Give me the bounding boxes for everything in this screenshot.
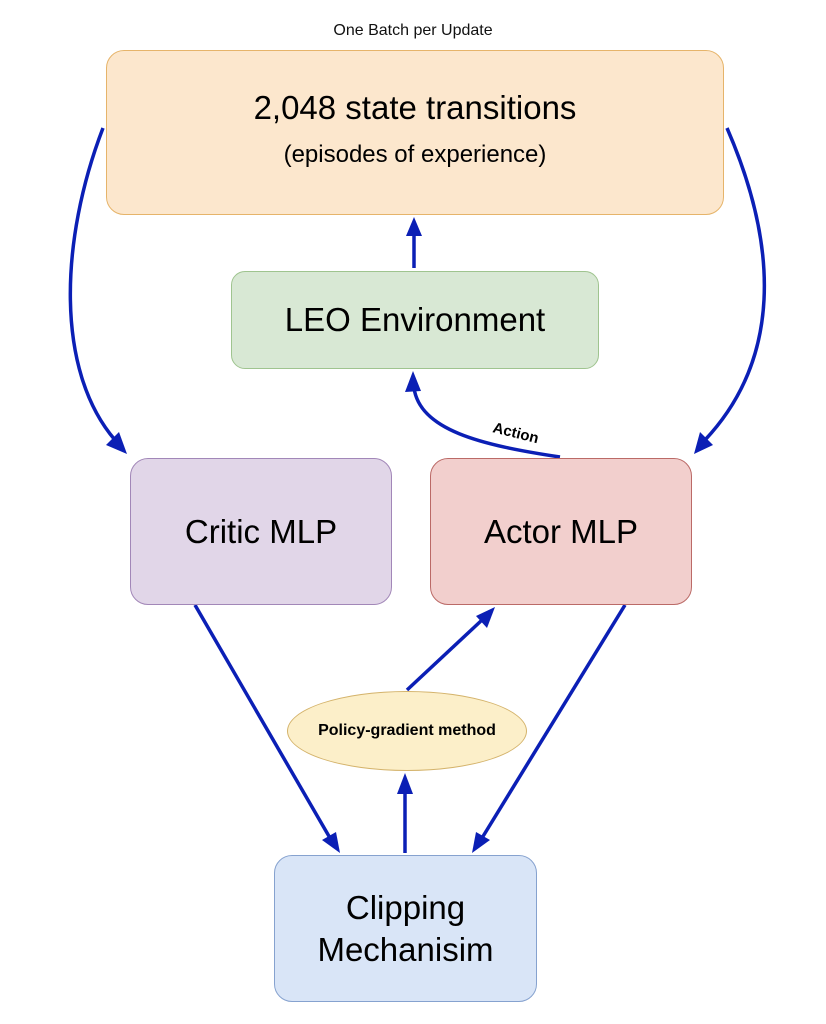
policy-gradient-label: Policy-gradient method — [318, 722, 496, 739]
edge-batch-to-critic — [68, 127, 117, 442]
node-critic-mlp[interactable]: Critic MLP — [130, 458, 392, 605]
arrowhead-clipping-to-pg — [397, 773, 413, 794]
node-state-transitions-batch[interactable]: 2,048 state transitions (episodes of exp… — [106, 50, 724, 215]
edge-pg-to-actor — [405, 618, 484, 692]
batch-subtitle: (episodes of experience) — [283, 140, 547, 168]
edge-label-action: Action — [491, 419, 540, 447]
node-actor-mlp[interactable]: Actor MLP — [430, 458, 692, 605]
arrowhead-pg-to-actor — [476, 607, 495, 628]
batch-caption: One Batch per Update — [333, 22, 493, 39]
node-policy-gradient-method[interactable]: Policy-gradient method — [287, 691, 527, 771]
clipping-label-line2: Mechanisim — [317, 930, 494, 968]
arrowhead-actor-to-clipping — [472, 832, 490, 853]
arrowhead-critic-to-clipping — [322, 832, 340, 853]
arrowhead-batch-to-actor — [694, 432, 713, 454]
edge-critic-to-clipping — [193, 604, 332, 839]
node-clipping-mechanism[interactable]: Clipping Mechanisim — [274, 855, 537, 1002]
critic-label: Critic MLP — [184, 512, 338, 550]
arrowhead-actor-to-env — [405, 371, 421, 392]
edge-actor-to-env — [412, 387, 561, 459]
clipping-label-line1: Clipping — [345, 889, 466, 927]
arrowhead-env-to-batch — [406, 217, 422, 236]
environment-label: LEO Environment — [284, 301, 546, 338]
edge-actor-to-clipping — [480, 604, 627, 839]
arrowhead-batch-to-critic — [106, 432, 127, 454]
actor-label: Actor MLP — [483, 512, 639, 550]
batch-title: 2,048 state transitions — [253, 88, 577, 126]
node-leo-environment[interactable]: LEO Environment — [231, 271, 599, 369]
edge-batch-to-actor — [703, 127, 767, 442]
